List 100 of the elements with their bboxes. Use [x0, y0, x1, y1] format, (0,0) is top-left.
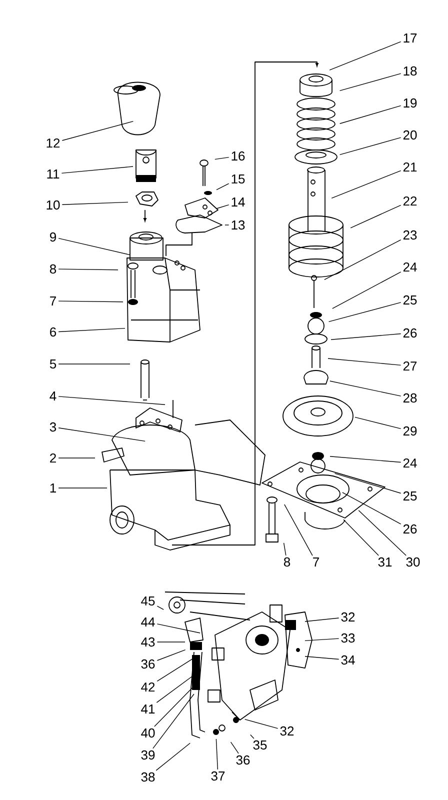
callout-number: 37	[211, 771, 225, 781]
leader-line	[224, 224, 230, 226]
callout-number: 10	[46, 200, 60, 210]
callout-number: 21	[403, 162, 417, 172]
leader-line	[250, 734, 254, 739]
callout-number: 34	[341, 655, 355, 665]
callout-number: 5	[50, 359, 56, 369]
leader-line	[332, 272, 402, 309]
leader-line	[216, 183, 230, 190]
callout-number: 15	[232, 174, 245, 184]
leader-line	[156, 606, 164, 610]
callout-number: 13	[232, 220, 245, 230]
leader-line	[58, 328, 126, 332]
leader-line	[154, 687, 193, 727]
callout-number: 38	[141, 772, 155, 782]
callout-number: 23	[403, 230, 417, 240]
callout-number: 20	[403, 130, 417, 140]
leader-line	[214, 156, 230, 160]
leader-line	[156, 624, 200, 634]
callout-number: 26	[403, 328, 417, 338]
leader-line	[58, 428, 146, 442]
leader-line	[152, 694, 194, 749]
leader-line	[339, 137, 402, 156]
leader-line	[304, 618, 340, 622]
callout-number: 32	[280, 726, 294, 736]
leader-line	[62, 202, 128, 205]
leader-line	[330, 380, 402, 396]
callout-number: 44	[141, 618, 155, 626]
callout-number: 24	[403, 262, 417, 272]
callout-number: 26	[403, 524, 417, 534]
leader-line	[156, 658, 194, 682]
callout-number: 42	[141, 682, 155, 692]
callout-number: 41	[141, 704, 155, 714]
leader-line	[328, 302, 402, 322]
callout-number: 22	[403, 196, 417, 206]
leader-line	[354, 416, 402, 430]
callout-number: 6	[50, 327, 56, 337]
callout-number: 33	[341, 633, 355, 643]
leader-line	[304, 656, 340, 660]
callout-number: 40	[141, 728, 155, 738]
leader-line	[342, 492, 402, 524]
callout-number: 43	[141, 637, 155, 647]
leader-line	[304, 638, 340, 642]
callout-number: 39	[141, 750, 155, 760]
leader-line	[58, 396, 166, 405]
leader-line	[216, 738, 218, 770]
callout-number: 3	[50, 422, 56, 432]
leader-line	[331, 170, 402, 199]
callout-number: 32	[341, 612, 355, 622]
leader-line	[334, 473, 402, 494]
leader-line	[324, 239, 402, 280]
callout-number: 16	[232, 151, 245, 161]
callout-number: 12	[46, 138, 60, 148]
leader-line	[62, 120, 134, 141]
leader-line	[244, 718, 278, 729]
callout-number: 19	[404, 98, 417, 108]
leader-line	[156, 742, 190, 771]
leader-line	[156, 674, 194, 703]
leader-line	[330, 456, 402, 463]
callout-number: 36	[236, 755, 250, 765]
callout-number: 8	[284, 557, 290, 567]
callout-number: 27	[403, 361, 417, 371]
leader-line	[61, 166, 134, 174]
leader-line	[350, 204, 402, 228]
callout-number: 31	[378, 557, 392, 567]
leader-line	[328, 358, 402, 366]
callout-number: 25	[403, 491, 417, 501]
leader-line	[343, 519, 379, 556]
callout-number: 11	[47, 170, 60, 178]
leader-line	[339, 105, 402, 124]
leader-line	[284, 504, 313, 556]
callout-number: 1	[50, 484, 56, 492]
callout-number: 8	[50, 264, 56, 274]
callout-number: 4	[50, 392, 56, 400]
leader-line	[358, 510, 406, 556]
leader-line	[329, 41, 402, 70]
leader-line	[58, 300, 124, 302]
callout-number: 2	[50, 453, 56, 463]
callout-number: 45	[141, 596, 155, 606]
callout-number: 25	[403, 295, 417, 305]
leader-line	[330, 333, 402, 340]
leader-line	[58, 268, 118, 270]
callout-number: 18	[404, 66, 417, 76]
callout-number: 9	[50, 232, 56, 242]
leader-line	[58, 238, 130, 256]
callout-number: 7	[313, 558, 319, 566]
callout-number: 35	[253, 740, 267, 750]
leader-line	[283, 542, 286, 556]
callout-number: 14	[232, 198, 245, 206]
callout-number: 28	[403, 393, 417, 403]
leader-line	[216, 204, 230, 209]
callout-number: 17	[404, 34, 417, 42]
callout-number: 29	[403, 426, 417, 436]
callout-number: 7	[50, 296, 56, 306]
leader-line	[230, 742, 239, 754]
callout-number: 24	[403, 458, 417, 468]
callout-number: 30	[406, 557, 420, 567]
callout-number: 36	[141, 659, 155, 669]
leader-line	[339, 73, 402, 92]
leader-line	[156, 649, 186, 661]
